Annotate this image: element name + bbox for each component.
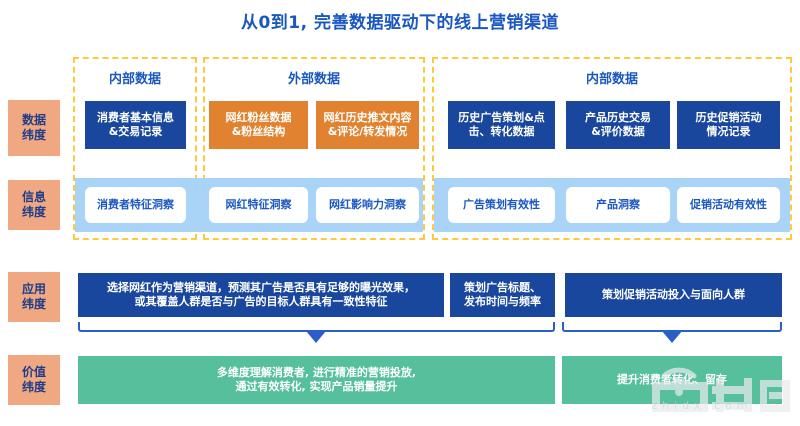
info-box-consumer-traits[interactable]: 消费者特征洞察 [85, 187, 186, 223]
info-box-kol-traits[interactable]: 网红特征洞察 [209, 187, 308, 223]
group-title-internal-left: 内部数据 [108, 72, 161, 87]
group-title-external: 外部数据 [287, 72, 340, 87]
application-box-plan-ad-title[interactable]: 策划广告标题、 发布时间与频率 [450, 273, 555, 317]
info-box-product-insight[interactable]: 产品洞察 [566, 187, 670, 223]
dimension-label-data-line1: 数据 [21, 113, 46, 127]
data-box-kol-fans[interactable]: 网红粉丝数据 &粉丝结构 [209, 101, 308, 149]
data-box-ad-history-label: 历史广告策划&点 击、转化数据 [458, 110, 545, 138]
dimension-label-value-line2: 纬度 [21, 380, 46, 394]
dimension-label-data-line2: 纬度 [21, 128, 46, 142]
info-box-promo-effectiveness-label: 促销活动有效性 [690, 197, 767, 211]
application-box-plan-promo[interactable]: 策划促销活动投入与面向人群 [565, 273, 782, 317]
connector-arrow-right [662, 331, 682, 343]
info-box-promo-effectiveness[interactable]: 促销活动有效性 [677, 187, 780, 223]
info-box-consumer-traits-label: 消费者特征洞察 [97, 197, 174, 211]
connector-arrow-left [306, 331, 326, 343]
dimension-label-data: 数据 纬度 [8, 100, 60, 156]
dimension-label-info-line1: 信息 [21, 190, 46, 204]
info-box-ad-effectiveness[interactable]: 广告策划有效性 [448, 187, 555, 223]
dimension-label-application-line2: 纬度 [21, 297, 46, 311]
dimension-label-value-line1: 价值 [21, 365, 46, 379]
value-box-improve-conversion[interactable]: 提升消费者转化、留存 [562, 356, 782, 404]
application-box-select-kol-channel[interactable]: 选择网红作为营销渠道，预测其广告是否具有足够的曝光效果， 或其覆盖人群是否与广告… [78, 273, 444, 317]
group-internal-right [432, 57, 792, 240]
group-external [203, 57, 425, 240]
application-box-select-kol-channel-label: 选择网红作为营销渠道，预测其广告是否具有足够的曝光效果， 或其覆盖人群是否与广告… [107, 280, 415, 308]
info-box-product-insight-label: 产品洞察 [596, 197, 640, 211]
data-box-promo-history-label: 历史促销活动 情况记录 [695, 110, 762, 138]
application-box-plan-promo-label: 策划促销活动投入与面向人群 [602, 287, 745, 301]
info-box-kol-influence[interactable]: 网红影响力洞察 [316, 187, 419, 223]
data-box-promo-history[interactable]: 历史促销活动 情况记录 [677, 101, 780, 149]
data-box-consumer-basic-label: 消费者基本信息 &交易记录 [97, 110, 174, 138]
data-box-ad-history[interactable]: 历史广告策划&点 击、转化数据 [448, 101, 555, 149]
value-box-improve-conversion-label: 提升消费者转化、留存 [617, 372, 727, 386]
page-title: 从0到1, 完善数据驱动下的线上营销渠道 [240, 13, 560, 33]
data-box-consumer-basic[interactable]: 消费者基本信息 &交易记录 [85, 101, 186, 149]
info-box-kol-traits-label: 网红特征洞察 [225, 197, 292, 211]
info-box-ad-effectiveness-label: 广告策划有效性 [463, 197, 540, 211]
data-box-kol-posts[interactable]: 网红历史推文内容 &评论/转发情况 [316, 101, 419, 149]
dimension-label-info-line2: 纬度 [21, 205, 46, 219]
dimension-label-application-line1: 应用 [21, 282, 46, 296]
data-box-kol-fans-label: 网红粉丝数据 &粉丝结构 [225, 110, 292, 138]
group-title-internal-right: 内部数据 [585, 72, 638, 87]
value-box-multi-dim-understanding-label: 多维度理解消费者, 进行精准的营销投放, 通过有效转化, 实现产品销量提升 [216, 365, 417, 393]
application-box-plan-ad-title-label: 策划广告标题、 发布时间与频率 [464, 280, 541, 308]
value-box-multi-dim-understanding[interactable]: 多维度理解消费者, 进行精准的营销投放, 通过有效转化, 实现产品销量提升 [78, 356, 555, 404]
dimension-label-value: 价值 纬度 [8, 355, 60, 405]
group-internal-left [73, 57, 197, 240]
info-box-kol-influence-label: 网红影响力洞察 [329, 197, 406, 211]
dimension-label-info: 信息 纬度 [8, 180, 60, 230]
data-box-product-history[interactable]: 产品历史交易 &评价数据 [566, 101, 670, 149]
dimension-label-application: 应用 纬度 [8, 272, 60, 322]
data-box-product-history-label: 产品历史交易 &评价数据 [585, 110, 651, 138]
data-box-kol-posts-label: 网红历史推文内容 &评论/转发情况 [323, 110, 412, 138]
